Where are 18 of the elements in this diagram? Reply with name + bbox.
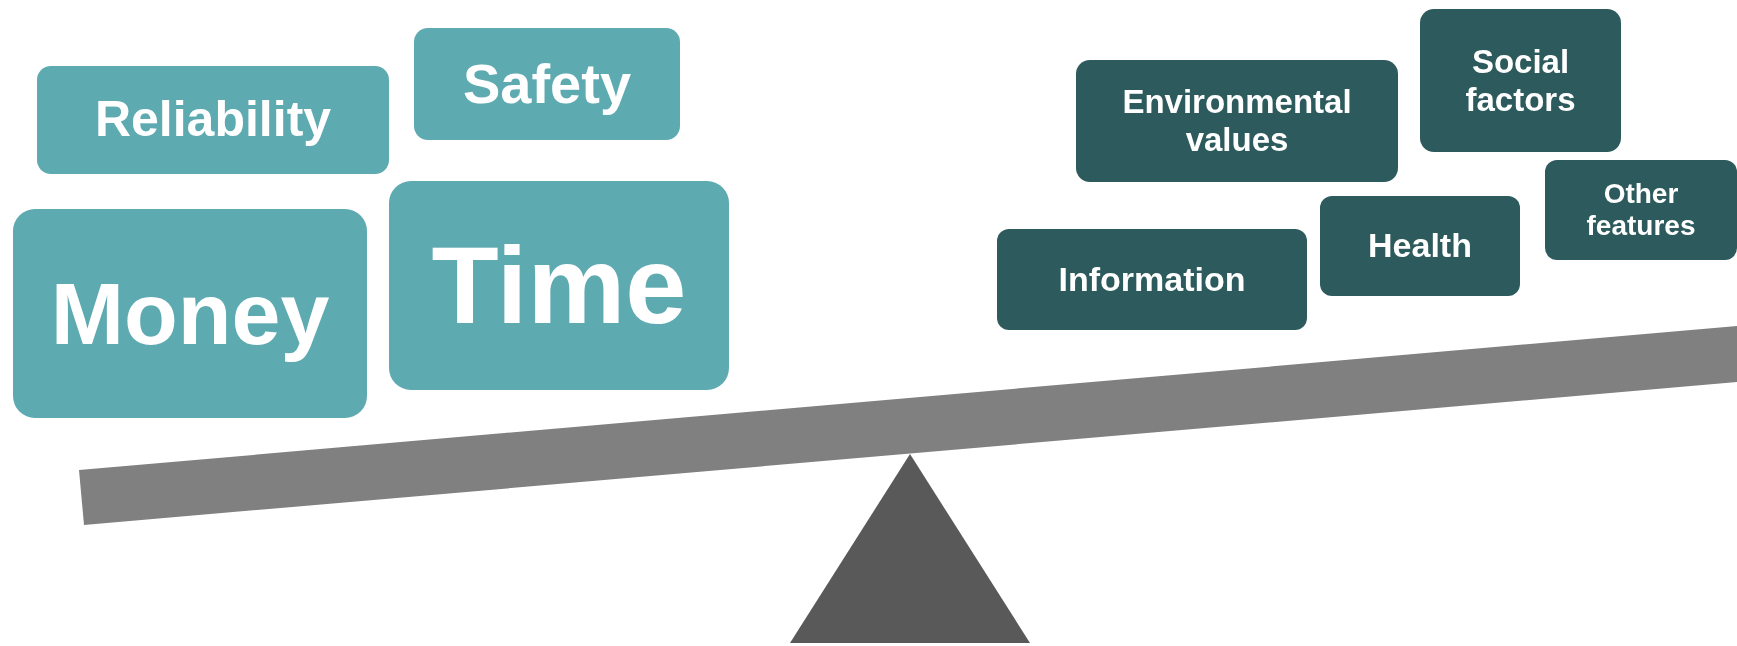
label-box xyxy=(13,209,367,418)
label-text: Time xyxy=(431,222,687,349)
label-box xyxy=(1420,9,1621,152)
label-box xyxy=(389,181,729,390)
label-box xyxy=(414,28,680,140)
label-text: Reliability xyxy=(94,91,332,149)
label-box xyxy=(1320,196,1520,296)
label-text: Social factors xyxy=(1464,42,1577,119)
label-text: Money xyxy=(50,262,330,365)
label-box xyxy=(997,229,1307,330)
label-text: Health xyxy=(1368,226,1472,266)
label-text: Safety xyxy=(462,51,632,117)
label-text: Other features xyxy=(1585,177,1697,243)
label-box xyxy=(37,66,389,174)
label-box xyxy=(1545,160,1737,260)
label-text: Environmental values xyxy=(1121,83,1353,159)
label-box xyxy=(1076,60,1398,182)
label-text: Information xyxy=(1058,259,1246,300)
